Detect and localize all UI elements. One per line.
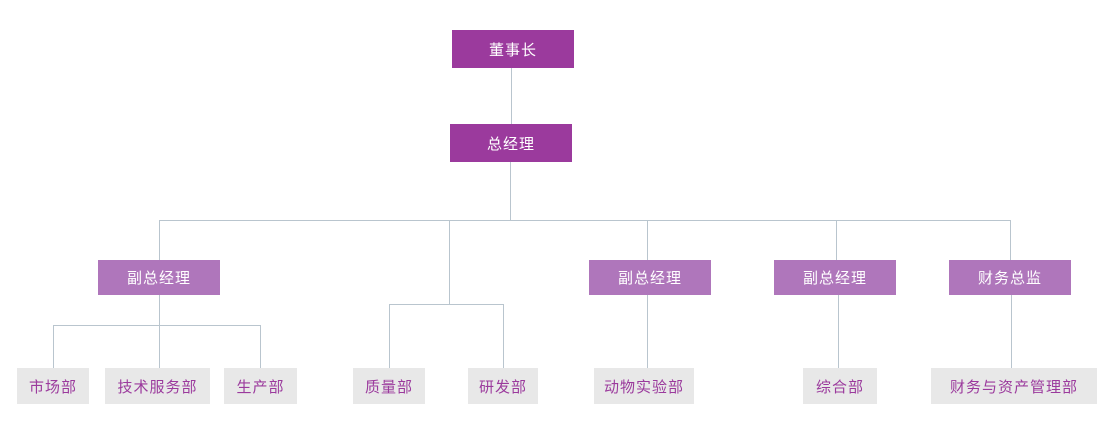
node-dept-finance-asset: 财务与资产管理部: [931, 368, 1097, 404]
connector-drop-marketing: [53, 325, 54, 368]
node-dept-quality: 质量部: [353, 368, 425, 404]
connector-finance-tail: [1011, 295, 1012, 368]
connector-deputy1-rail: [159, 295, 160, 368]
node-dept-tech-service: 技术服务部: [105, 368, 210, 404]
node-dept-rnd: 研发部: [468, 368, 538, 404]
node-deputy-gm-1: 副总经理: [98, 260, 220, 295]
connector-gm-mainrail: [510, 162, 511, 220]
connector-drop-deputy-3: [836, 220, 837, 260]
node-deputy-gm-2: 副总经理: [589, 260, 711, 295]
connector-deputy1-subrail: [53, 325, 260, 326]
connector-drop-production: [260, 325, 261, 368]
node-chairman: 董事长: [452, 30, 574, 68]
connector-mid-rail: [389, 304, 503, 305]
connector-drop-deputy-2: [647, 220, 648, 260]
connector-drop-quality: [389, 304, 390, 368]
connector-drop-finance: [1010, 220, 1011, 260]
node-dept-production: 生产部: [224, 368, 297, 404]
node-deputy-gm-3: 副总经理: [774, 260, 896, 295]
connector-deputy2-tail: [647, 295, 648, 368]
node-dept-animal-lab: 动物实验部: [594, 368, 694, 404]
node-dept-marketing: 市场部: [17, 368, 89, 404]
connector-drop-mid-branch: [449, 220, 450, 304]
node-general-manager: 总经理: [450, 124, 572, 162]
connector-drop-deputy-1: [159, 220, 160, 260]
node-finance-director: 财务总监: [949, 260, 1071, 295]
connector-main-rail: [159, 220, 1010, 221]
connector-drop-rnd: [503, 304, 504, 368]
connector-chairman-gm: [511, 68, 512, 124]
connector-deputy3-tail: [838, 295, 839, 368]
node-dept-general: 综合部: [803, 368, 877, 404]
